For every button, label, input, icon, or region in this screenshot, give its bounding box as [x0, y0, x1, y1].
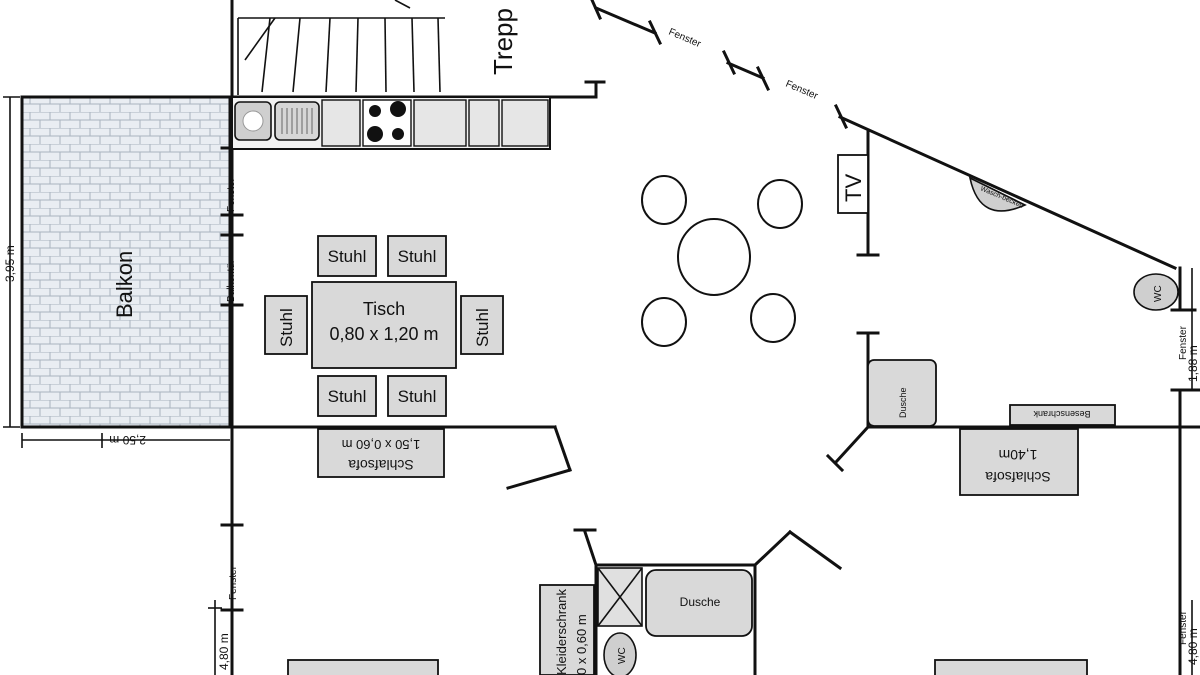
- fenster-label-1: Fenster: [667, 27, 703, 51]
- balcony: [20, 95, 232, 429]
- balkon-width-label: 2,50 m: [109, 433, 146, 447]
- schlafsofa-right-label: Schlafsofa: [985, 469, 1051, 485]
- hob-icon: [369, 105, 381, 117]
- dining-table-group: Tisch 0,80 x 1,20 m Stuhl Stuhl Stuhl St…: [264, 235, 504, 417]
- chair-right: [460, 295, 504, 355]
- chair-bottom-right: [387, 375, 447, 417]
- round-table-group: [641, 175, 803, 347]
- wc-lower: [603, 632, 637, 675]
- tisch-title: Tisch: [363, 299, 405, 319]
- chair-top-left: [317, 235, 377, 277]
- chair-left: [264, 295, 308, 355]
- left-lower-dimension: 4,80 m: [217, 633, 231, 670]
- kleiderschrank-size: 0 x 0,60 m: [574, 614, 589, 675]
- treppe-label: Trepp: [488, 8, 518, 75]
- chair-label: Stuhl: [328, 247, 367, 266]
- dining-table: [311, 281, 457, 369]
- chair-bottom-left: [317, 375, 377, 417]
- besenschrank-label: Besenschrank: [1033, 409, 1091, 419]
- schlafsofa-right-size: 1,40m: [999, 447, 1038, 463]
- walls: [20, 0, 1200, 675]
- furniture-bottom-left: [287, 659, 439, 675]
- dimension-balcony-width: [21, 433, 230, 448]
- dusche-lower-label: Dusche: [680, 595, 721, 609]
- right-lower-dimension: 4,80 m: [1186, 628, 1200, 665]
- wc-lower-label: WC: [617, 647, 628, 664]
- besenschrank: [1009, 404, 1116, 426]
- fenster-label-2: Fenster: [784, 79, 820, 103]
- tisch-size: 0,80 x 1,20 m: [329, 324, 438, 344]
- chair-label: Stuhl: [277, 308, 296, 347]
- staircase: [237, 0, 445, 95]
- chair-label: Stuhl: [473, 308, 492, 347]
- kleiderschrank-label: Kleiderschrank: [554, 589, 569, 675]
- schlafsofa-right: [959, 428, 1079, 496]
- wc-upper-label: WC: [1153, 285, 1164, 302]
- fenster-label-left-upper: Fenster: [226, 177, 237, 212]
- kitchen-counter: [231, 96, 551, 150]
- chair-top-right: [387, 235, 447, 277]
- dusche-right: [867, 359, 937, 427]
- tv-label: TV: [841, 174, 866, 202]
- furniture-bottom-right: [934, 659, 1088, 675]
- chair-label: Stuhl: [328, 387, 367, 406]
- wc-upper: [1133, 273, 1179, 311]
- schlafsofa-size-label: 1,50 x 0,60 m: [342, 437, 421, 452]
- kleiderschrank: [539, 584, 595, 675]
- balkon-height-label: 3,95 m: [3, 245, 17, 282]
- round-table: [677, 218, 751, 296]
- bathroom-lower: [539, 567, 753, 675]
- dimension-balcony-height: [3, 96, 20, 428]
- right-upper-dimension: 1,88 m: [1186, 345, 1200, 382]
- chair-label: Stuhl: [398, 387, 437, 406]
- fenster-label-left-lower: Fenster: [228, 565, 239, 600]
- schlafsofa-label: Schlafsofa: [348, 457, 414, 473]
- fenster-label-right-lower: Fenster: [1178, 610, 1189, 645]
- balkontuer-label: Balkontür: [226, 259, 237, 302]
- fenster-label-right-upper: Fenster: [1178, 325, 1189, 360]
- washbasin: [968, 176, 1027, 212]
- schlafsofa-left: 1,50 x 0,60 m Schlafsofa: [317, 428, 445, 478]
- tv: [837, 154, 869, 214]
- dusche-right-label: Dusche: [898, 387, 908, 418]
- chair-label: Stuhl: [398, 247, 437, 266]
- dusche-lower: [645, 569, 753, 637]
- balkon-label: Balkon: [112, 251, 137, 318]
